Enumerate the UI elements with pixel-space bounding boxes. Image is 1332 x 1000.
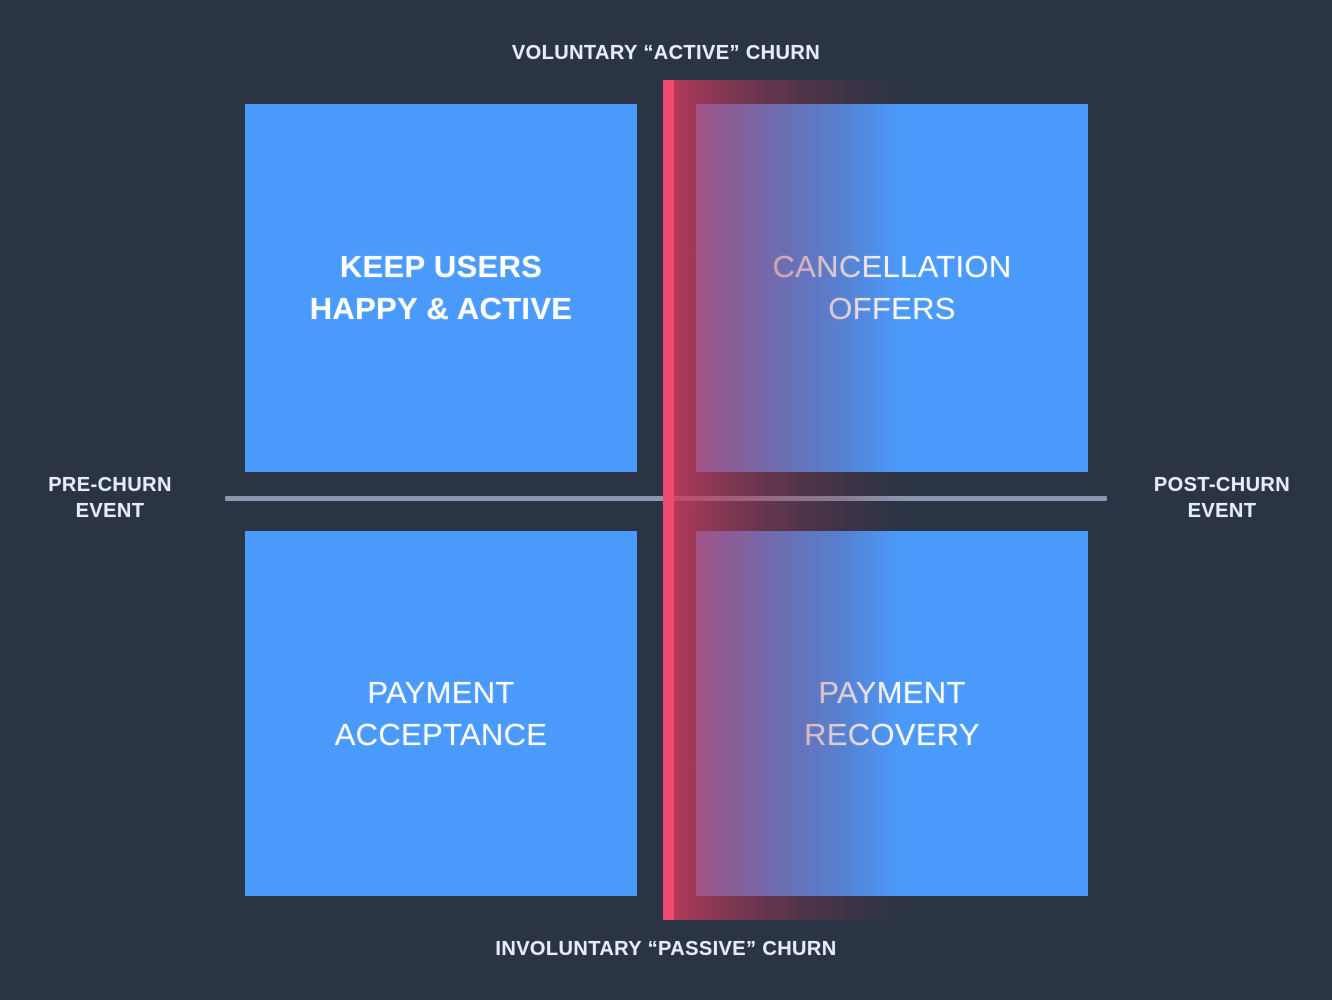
quadrant-top-left-label: KEEP USERS HAPPY & ACTIVE — [309, 249, 573, 326]
axis-label-top: VOLUNTARY “ACTIVE” CHURN — [511, 42, 821, 64]
quadrant-top-left[interactable]: KEEP USERS HAPPY & ACTIVE — [245, 104, 637, 472]
quadrant-top-right[interactable]: CANCELLATION OFFERS — [696, 104, 1088, 472]
vertical-axis-rule — [663, 80, 674, 920]
axis-label-left: PRE-CHURN EVENT — [48, 474, 172, 523]
quadrant-top-right-label: CANCELLATION OFFERS — [772, 249, 1012, 326]
quadrant-bottom-right[interactable]: PAYMENT RECOVERY — [696, 531, 1088, 896]
axis-label-right: POST-CHURN EVENT — [1153, 474, 1291, 523]
quadrant-bottom-right-label: PAYMENT RECOVERY — [804, 674, 980, 752]
quadrant-bottom-left[interactable]: PAYMENT ACCEPTANCE — [245, 531, 637, 896]
axis-label-bottom: INVOLUNTARY “PASSIVE” CHURN — [495, 938, 837, 960]
quadrant-bottom-left-label: PAYMENT ACCEPTANCE — [334, 674, 548, 752]
